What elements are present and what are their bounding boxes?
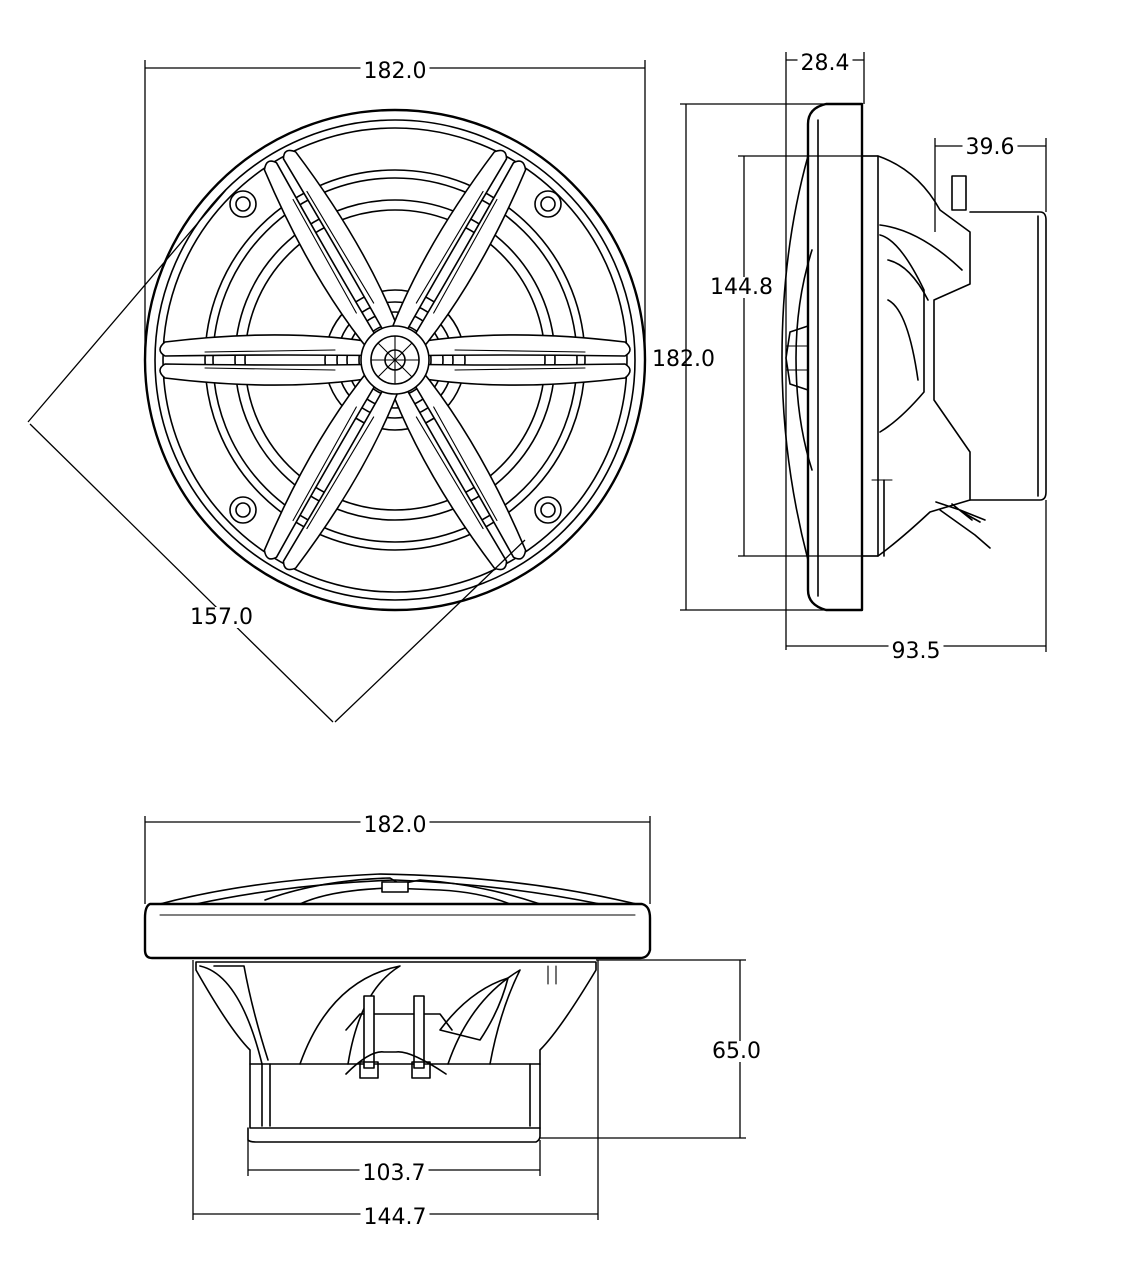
dimension-label-front-height: 182.0 [652, 347, 715, 372]
dimension-label-bottom-depth: 65.0 [712, 1039, 761, 1064]
dimension-label-background [187, 607, 256, 628]
dimension-label-bottom-width: 182.0 [364, 813, 427, 838]
dimension-label-side-mount-height: 144.8 [710, 275, 773, 300]
mounting-hole-bottom-left [229, 496, 257, 524]
dimension-side-flange [785, 52, 865, 650]
dimension-side-mount-height [738, 155, 878, 557]
tweeter-hub [360, 325, 430, 395]
mounting-hole-top-right [534, 190, 562, 218]
dimension-label-front-diagonal: 157.0 [190, 605, 253, 630]
mounting-hole-top-left [229, 190, 257, 218]
dimension-label-side-total-depth: 93.5 [892, 639, 941, 664]
dimension-side-total-height [680, 103, 826, 611]
dimension-label-front-width: 182.0 [364, 59, 427, 84]
dimension-label-background [649, 349, 718, 370]
dimension-label-background [797, 53, 853, 74]
front-view: 157.0 182.0 182.0 [27, 59, 718, 723]
dimension-label-background [360, 1207, 430, 1228]
bottom-view: 182.0 65.0 103.7 144.7 [143, 813, 764, 1230]
dimension-front-diagonal [27, 189, 526, 723]
dimension-label-bottom-basket-width: 144.7 [364, 1205, 427, 1230]
dimension-label-side-magnet: 39.6 [966, 135, 1015, 160]
dimension-label-background [709, 1041, 764, 1062]
dimension-label-bottom-magnet-width: 103.7 [363, 1161, 426, 1186]
dimension-label-background [359, 1163, 429, 1184]
dimension-label-background [707, 277, 776, 298]
dimension-label-background [360, 61, 430, 82]
dimension-side-total-depth [786, 500, 1047, 652]
dimension-label-side-flange: 28.4 [801, 51, 850, 76]
dimension-label-background [888, 641, 944, 662]
mounting-hole-bottom-right [534, 496, 562, 524]
side-view: 28.4 39.6 144.8 93.5 [680, 51, 1047, 664]
dimension-label-background [360, 815, 430, 836]
dimension-label-background [962, 137, 1018, 158]
